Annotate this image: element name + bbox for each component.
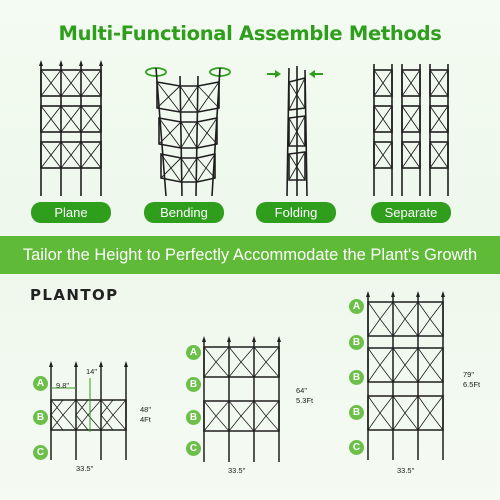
row-label-b: B: [186, 410, 201, 425]
method-label-folding: Folding: [256, 202, 336, 223]
trellis-config-79: [363, 290, 453, 462]
row-label-b: B: [33, 410, 48, 425]
panel-width-dim: 9.8": [56, 381, 70, 390]
height-banner: Tailor the Height to Perfectly Accommoda…: [0, 236, 500, 274]
row-label-a: A: [186, 345, 201, 360]
brand-logo: PLANTOP: [30, 286, 119, 304]
config-64-height-in: 64": [296, 386, 308, 395]
method-label-plane: Plane: [31, 202, 111, 223]
row-label-a: A: [349, 299, 364, 314]
trellis-bending-icon: [144, 60, 234, 200]
trellis-plane-icon: [35, 60, 107, 200]
config-79-height-ft: 6.5Ft: [463, 380, 481, 389]
heading: Multi-Functional Assemble Methods: [58, 22, 442, 45]
config-79-width: 33.5": [397, 466, 415, 475]
trellis-config-48: [46, 360, 136, 462]
row-label-a: A: [33, 376, 48, 391]
method-label-bending: Bending: [144, 202, 224, 223]
trellis-separate-icon: [368, 60, 454, 200]
config-79-height-in: 79": [463, 370, 475, 379]
config-48-height-ft: 4Ft: [140, 415, 151, 424]
row-label-b: B: [349, 370, 364, 385]
method-label-separate: Separate: [371, 202, 451, 223]
config-48-height-in: 48": [140, 405, 152, 414]
config-64-width: 33.5": [228, 466, 246, 475]
row-label-b: B: [186, 377, 201, 392]
config-48-width: 33.5": [76, 464, 94, 473]
trellis-folding-icon: [265, 60, 325, 200]
row-label-c: C: [186, 441, 201, 456]
row-label-c: C: [33, 445, 48, 460]
row-label-b: B: [349, 405, 364, 420]
panel-height-dim: 14": [86, 367, 98, 376]
row-label-c: C: [349, 440, 364, 455]
config-64-height-ft: 5.3Ft: [296, 396, 314, 405]
row-label-b: B: [349, 335, 364, 350]
trellis-config-64: [199, 335, 289, 465]
